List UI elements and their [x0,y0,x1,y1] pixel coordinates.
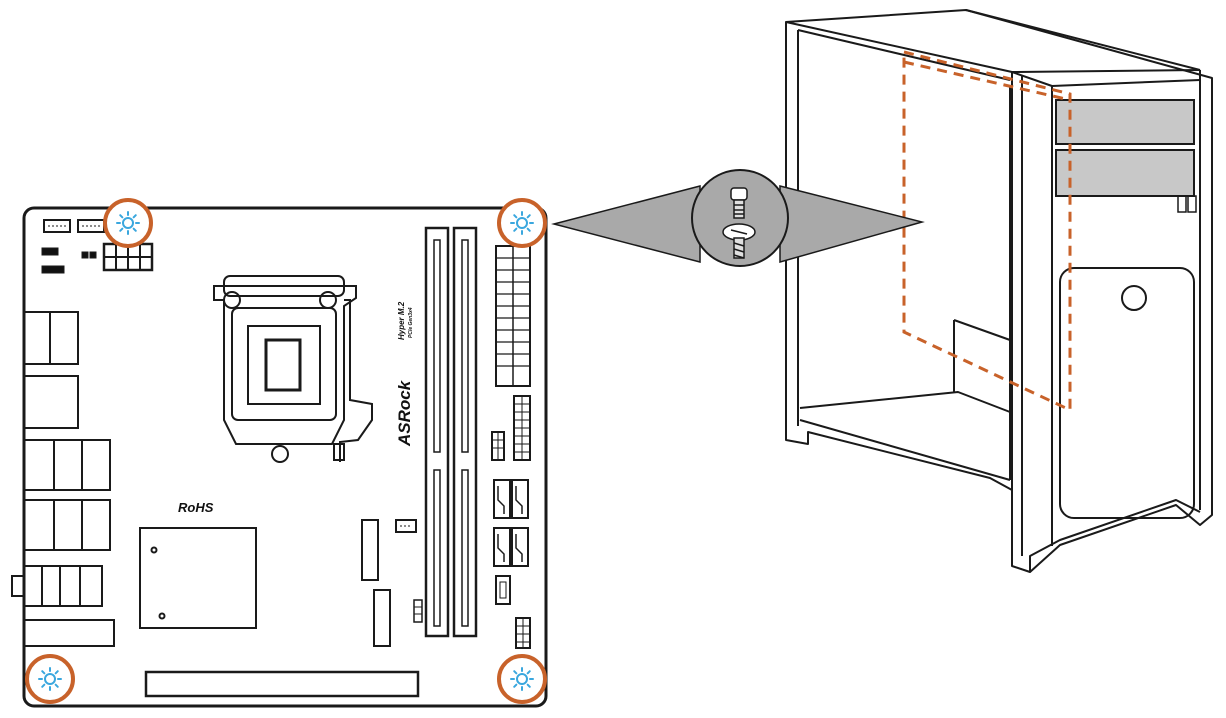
cpu-socket [213,275,373,463]
screw-icon [722,223,756,259]
mount-hole-top-right [497,198,547,248]
atx-24pin-connector [495,245,531,387]
drive-bay-2 [1055,149,1195,197]
standoff-callout [551,169,925,267]
drive-bays [1055,99,1195,197]
pc-case [785,9,1213,573]
motherboard: RoHS ASRock Hyper M.2 PCIe Gen3x4 [11,206,548,708]
pcie-slot [144,670,420,698]
dimm-slot-1 [424,226,450,638]
front-usb-ports [1177,195,1197,213]
m2-label: Hyper M.2 [397,301,406,340]
dimm-slots [424,226,478,638]
mount-holes [25,198,547,704]
rohs-label: RoHS [178,500,214,515]
mount-hole-bottom-right [497,654,547,704]
m2-sublabel: PCIe Gen3x4 [408,307,414,338]
drive-bay-1 [1055,99,1195,145]
chipset [139,527,257,629]
standoff-icon [730,187,748,219]
motherboard-area-highlight [902,50,1072,413]
mount-hole-top-left [103,198,153,248]
dimm-slot-2 [452,226,478,638]
mount-hole-bottom-left [25,654,75,704]
sata-ports [493,479,529,567]
brand-label: ASRock [395,379,414,447]
